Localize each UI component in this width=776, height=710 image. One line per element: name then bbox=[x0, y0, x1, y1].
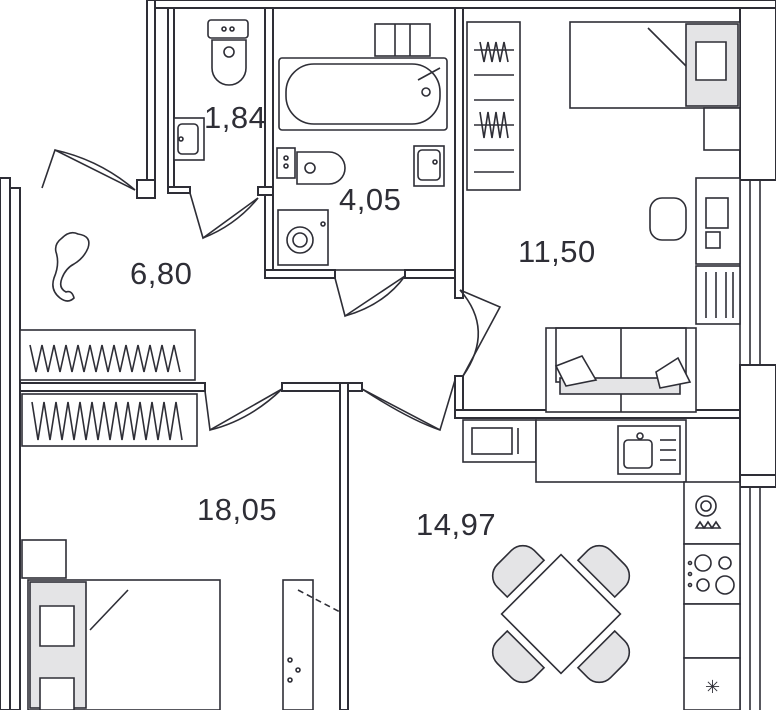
area-label-bathroom: 4,05 bbox=[339, 182, 401, 217]
wc-fixtures bbox=[173, 19, 249, 161]
area-label-wc: 1,84 bbox=[204, 100, 266, 135]
cabinet bbox=[683, 603, 741, 659]
stove bbox=[683, 543, 741, 605]
nightstand-left bbox=[21, 539, 67, 579]
bathtub bbox=[278, 57, 448, 131]
fridge-icon: ✳ bbox=[705, 677, 720, 698]
area-label-bedroom-left: 18,05 bbox=[197, 492, 277, 527]
bath-toilet bbox=[296, 151, 346, 185]
area-label-bedroom-right: 11,50 bbox=[518, 234, 596, 269]
desk bbox=[695, 177, 741, 265]
pillow-left-2 bbox=[39, 677, 75, 710]
bath-toilet-tank bbox=[276, 147, 296, 179]
doors bbox=[41, 148, 502, 432]
cushion-left bbox=[554, 355, 598, 387]
hall-fixtures bbox=[19, 231, 196, 381]
dining-set bbox=[491, 544, 631, 684]
mirror-cabinet bbox=[282, 579, 314, 710]
pillow bbox=[695, 41, 727, 81]
bedroom-right-fixtures bbox=[466, 21, 741, 413]
chair-north bbox=[576, 544, 631, 599]
washing-machine bbox=[277, 209, 329, 266]
chair-east bbox=[576, 629, 631, 684]
dog-figure bbox=[52, 231, 90, 302]
kitchen-shelf bbox=[462, 419, 537, 463]
chair-west bbox=[491, 544, 546, 599]
fridge bbox=[683, 657, 741, 710]
pillow-left-1 bbox=[39, 605, 75, 647]
bedroom-left-fixtures bbox=[21, 393, 341, 710]
area-labels: 1,84 4,05 6,80 11,50 18,05 14,97 bbox=[130, 100, 596, 542]
shelf bbox=[374, 23, 431, 57]
bathroom-fixtures bbox=[272, 7, 456, 271]
dining-table bbox=[500, 553, 622, 675]
wardrobe-right bbox=[466, 21, 521, 191]
cushion-right bbox=[655, 356, 692, 389]
chair-right bbox=[649, 197, 687, 241]
chair-south bbox=[491, 629, 546, 684]
nightstand bbox=[703, 107, 741, 151]
area-label-kitchen: 14,97 bbox=[416, 507, 496, 542]
area-label-hall: 6,80 bbox=[130, 256, 192, 291]
wardrobe-hall bbox=[19, 329, 196, 381]
toilet-bowl bbox=[211, 39, 247, 86]
kitchen-fixtures: ✳ bbox=[462, 419, 741, 710]
toilet-tank bbox=[207, 19, 249, 39]
